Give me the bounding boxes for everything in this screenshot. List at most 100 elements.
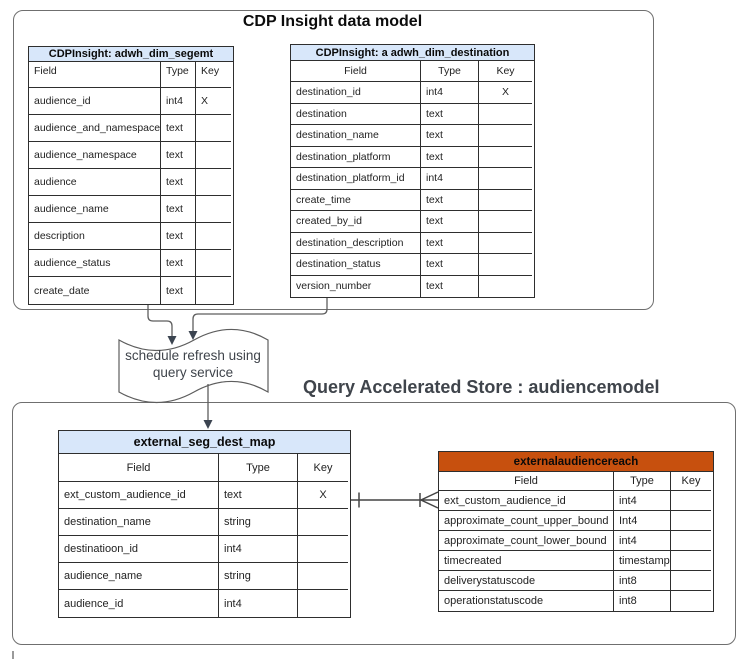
cell-field: create_time <box>291 189 421 211</box>
cell-type: text <box>161 223 196 250</box>
cell-field: audience_status <box>29 250 161 277</box>
cell-key <box>671 571 711 591</box>
column-header: Key <box>479 61 532 82</box>
cell-type: text <box>421 211 479 233</box>
cell-key <box>671 511 711 531</box>
cell-type: int4 <box>219 536 298 563</box>
cell-key <box>196 115 231 142</box>
column-header: Field <box>291 61 421 82</box>
cell-field: description <box>29 223 161 250</box>
cell-type: text <box>421 254 479 276</box>
cell-key <box>479 125 532 147</box>
column-header: Type <box>219 454 298 482</box>
cell-key <box>196 250 231 277</box>
cell-type: text <box>161 196 196 223</box>
cell-field: audience_name <box>59 563 219 590</box>
cell-key <box>196 196 231 223</box>
cell-type: text <box>161 250 196 277</box>
cell-key: X <box>479 82 532 104</box>
cell-key <box>196 169 231 196</box>
cell-key <box>479 190 532 211</box>
cell-type: Int4 <box>614 511 671 531</box>
cell-type: text <box>421 146 479 168</box>
cell-type: text <box>421 103 479 125</box>
cell-field: audience <box>29 169 161 196</box>
column-header: Key <box>671 472 711 491</box>
column-header: Key <box>196 62 231 88</box>
column-header: Field <box>439 472 614 491</box>
cell-type: int4 <box>161 88 196 115</box>
cell-field: audience_id <box>59 590 219 617</box>
cell-field: audience_and_namespace <box>29 115 161 142</box>
cell-field: destination <box>291 103 421 125</box>
cell-type: text <box>421 232 479 254</box>
cell-type: text <box>161 169 196 196</box>
cell-key <box>298 509 348 536</box>
cell-field: destination_platform_id <box>291 168 421 190</box>
cell-field: destination_id <box>291 82 421 104</box>
cell-field: operationstatuscode <box>439 591 614 611</box>
cell-type: text <box>161 277 196 304</box>
cell-key: X <box>298 482 348 509</box>
cell-type: text <box>421 125 479 147</box>
cell-type: text <box>421 275 479 297</box>
cell-key <box>479 254 532 276</box>
cell-key <box>298 590 348 617</box>
column-header: Field <box>59 454 219 482</box>
cell-field: destination_name <box>291 125 421 147</box>
table-title: external_seg_dest_map <box>59 431 350 454</box>
cell-type: string <box>219 563 298 590</box>
bottom-group-title: Query Accelerated Store : audiencemodel <box>299 377 664 398</box>
cell-key <box>671 491 711 511</box>
cell-type: int4 <box>219 590 298 617</box>
cell-key <box>196 142 231 169</box>
cell-key <box>196 277 231 304</box>
cell-type: text <box>161 142 196 169</box>
cell-key <box>671 591 711 611</box>
cell-type: text <box>421 189 479 211</box>
cell-key <box>479 233 532 254</box>
cell-key <box>479 276 532 298</box>
cell-field: ext_custom_audience_id <box>59 482 219 509</box>
cell-field: approximate_count_upper_bound <box>439 511 614 531</box>
tape-label: schedule refresh using query service <box>125 348 261 380</box>
table-title: externalaudiencereach <box>439 452 713 472</box>
cell-field: audience_id <box>29 88 161 115</box>
cell-field: deliverystatuscode <box>439 571 614 591</box>
cell-field: destination_platform <box>291 146 421 168</box>
cell-key <box>196 223 231 250</box>
stray-tick-mark <box>12 651 14 659</box>
cell-type: timestamp <box>614 551 671 571</box>
cell-key: X <box>196 88 231 115</box>
cell-type: text <box>161 115 196 142</box>
cell-key <box>479 168 532 190</box>
cell-type: int8 <box>614 591 671 611</box>
query-accelerated-store-group-box <box>12 402 736 645</box>
arrowhead-segemt-to-tape <box>167 336 177 345</box>
cell-type: int4 <box>421 168 479 190</box>
column-header: Field <box>29 62 161 88</box>
cell-type: int4 <box>614 531 671 551</box>
table-title: CDPInsight: adwh_dim_segemt <box>29 47 233 62</box>
cell-field: ext_custom_audience_id <box>439 491 614 511</box>
cell-key <box>479 211 532 233</box>
column-header: Type <box>421 61 479 82</box>
cell-type: int4 <box>421 82 479 104</box>
cell-field: approximate_count_lower_bound <box>439 531 614 551</box>
cell-field: destination_description <box>291 232 421 254</box>
column-header: Key <box>298 454 348 482</box>
cell-field: audience_namespace <box>29 142 161 169</box>
cell-type: string <box>219 509 298 536</box>
column-header: Type <box>161 62 196 88</box>
cell-key <box>479 147 532 168</box>
cell-key <box>298 563 348 590</box>
cell-type: int8 <box>614 571 671 591</box>
cell-type: text <box>219 482 298 509</box>
